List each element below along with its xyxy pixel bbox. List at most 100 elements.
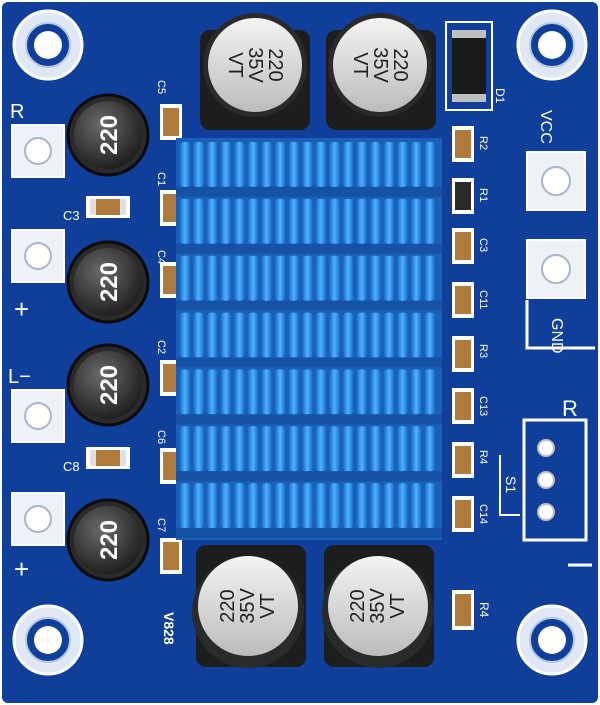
heatsink-fin: [356, 198, 367, 244]
heatsink-fin: [261, 142, 272, 187]
heatsink-fin: [343, 426, 354, 472]
heatsink-fin: [288, 426, 299, 472]
label-vcc: VCC: [537, 110, 554, 144]
heatsink-fin: [329, 369, 340, 415]
heatsink-fin: [207, 198, 218, 244]
heatsink-fin: [384, 483, 394, 528]
heatsink-fin: [207, 255, 218, 301]
heatsink-fin: [275, 255, 286, 301]
heatsink-fin: [302, 198, 313, 244]
heatsink-fin: [261, 483, 272, 528]
heatsink-fin: [180, 483, 190, 528]
heatsink-band: [176, 414, 442, 425]
cap-value: 220: [389, 48, 411, 81]
heatsink-fin: [329, 255, 340, 301]
mounting-hole-tl: [12, 9, 84, 81]
heatsink-fin: [370, 198, 381, 244]
heatsink-fin: [193, 312, 204, 358]
heatsink-fin: [193, 255, 204, 301]
heatsink-band: [176, 471, 442, 482]
electrolytic-capacitor-4: 220 35V VT: [322, 545, 434, 668]
heatsink-fin: [343, 312, 354, 358]
heatsink-fin: [397, 483, 408, 528]
heatsink-fin: [288, 255, 299, 301]
heatsink-fin: [397, 369, 408, 415]
heatsink-fin: [234, 483, 245, 528]
heatsink-fin: [302, 142, 313, 187]
cap-voltage: 35V: [237, 588, 259, 624]
label-r-right: R: [562, 396, 578, 421]
heatsink-fin: [316, 426, 326, 472]
heatsink-fin: [180, 142, 190, 187]
heatsink-fin: [316, 369, 326, 415]
heatsink-fin: [207, 369, 218, 415]
ref-r3: R3: [477, 344, 489, 358]
speaker-terminals: [11, 124, 65, 546]
heatsink-fin: [220, 426, 231, 472]
heatsink-fin: [288, 312, 299, 358]
heatsink-fin: [180, 369, 190, 415]
ref-c13: C13: [477, 396, 489, 416]
heatsink-fin: [220, 255, 231, 301]
heatsink-fin: [411, 142, 422, 187]
heatsink-fin: [411, 369, 422, 415]
heatsink-fin: [180, 426, 190, 472]
heatsink-fin: [343, 255, 354, 301]
heatsink-fin: [370, 369, 381, 415]
cap-voltage: 35V: [367, 588, 389, 624]
heatsink-fin: [275, 369, 286, 415]
heatsink-fin: [193, 426, 204, 472]
heatsink-fin: [302, 369, 313, 415]
label-gnd: GND: [548, 318, 565, 354]
inductor-label: 220: [96, 262, 123, 302]
heatsink-fin: [316, 255, 326, 301]
ref-r1: R1: [477, 188, 489, 202]
electrolytic-capacitor-3: 220 35V VT: [192, 545, 306, 668]
ref-c3-right: C3: [477, 238, 489, 252]
heatsink-fin: [234, 312, 245, 358]
heatsink-fin: [384, 312, 394, 358]
ref-c5: C5: [155, 80, 167, 94]
heatsink-fin: [248, 198, 258, 244]
cap-voltage: 35V: [244, 47, 266, 83]
heatsink-fin: [343, 483, 354, 528]
heatsink-fin: [261, 426, 272, 472]
heatsink-fin: [234, 142, 245, 187]
electrolytic-capacitor-2: 220 35V VT: [326, 13, 436, 130]
ref-r4-mid: R4: [477, 450, 489, 464]
heatsink-fin: [384, 369, 394, 415]
heatsink-fin: [316, 312, 326, 358]
label-plus-bottom: +: [14, 554, 29, 584]
heatsink-fin: [356, 255, 367, 301]
heatsink-fin: [343, 198, 354, 244]
ref-c14: C14: [477, 504, 489, 524]
heatsink-fin: [248, 369, 258, 415]
heatsink-fin: [356, 483, 367, 528]
heatsink-fin: [397, 312, 408, 358]
heatsink-fin: [288, 198, 299, 244]
ref-c2: C2: [155, 340, 167, 354]
cap-series: VT: [224, 52, 246, 78]
heatsink-fin: [234, 369, 245, 415]
heatsink-fin: [180, 255, 190, 301]
heatsink-fin: [261, 312, 272, 358]
heatsink-fin: [193, 142, 204, 187]
heatsink-fin: [329, 483, 340, 528]
heatsink-fin: [384, 255, 394, 301]
heatsink-fin: [207, 483, 218, 528]
heatsink-fin: [424, 312, 435, 358]
heatsink-fin: [411, 426, 422, 472]
heatsink-fin: [248, 426, 258, 472]
heatsink-fin: [424, 255, 435, 301]
inductor-label: 220: [96, 365, 123, 405]
heatsink-fin: [220, 142, 231, 187]
heatsink-fin: [248, 142, 258, 187]
heatsink-fin: [411, 255, 422, 301]
heatsink-fin: [248, 483, 258, 528]
heatsink-fin: [384, 142, 394, 187]
ref-r2: R2: [477, 136, 489, 150]
heatsink-band: [176, 186, 442, 197]
smd-cap-c8: [86, 447, 130, 469]
heatsink-fin: [329, 426, 340, 472]
mounting-hole-tr: [516, 9, 588, 81]
